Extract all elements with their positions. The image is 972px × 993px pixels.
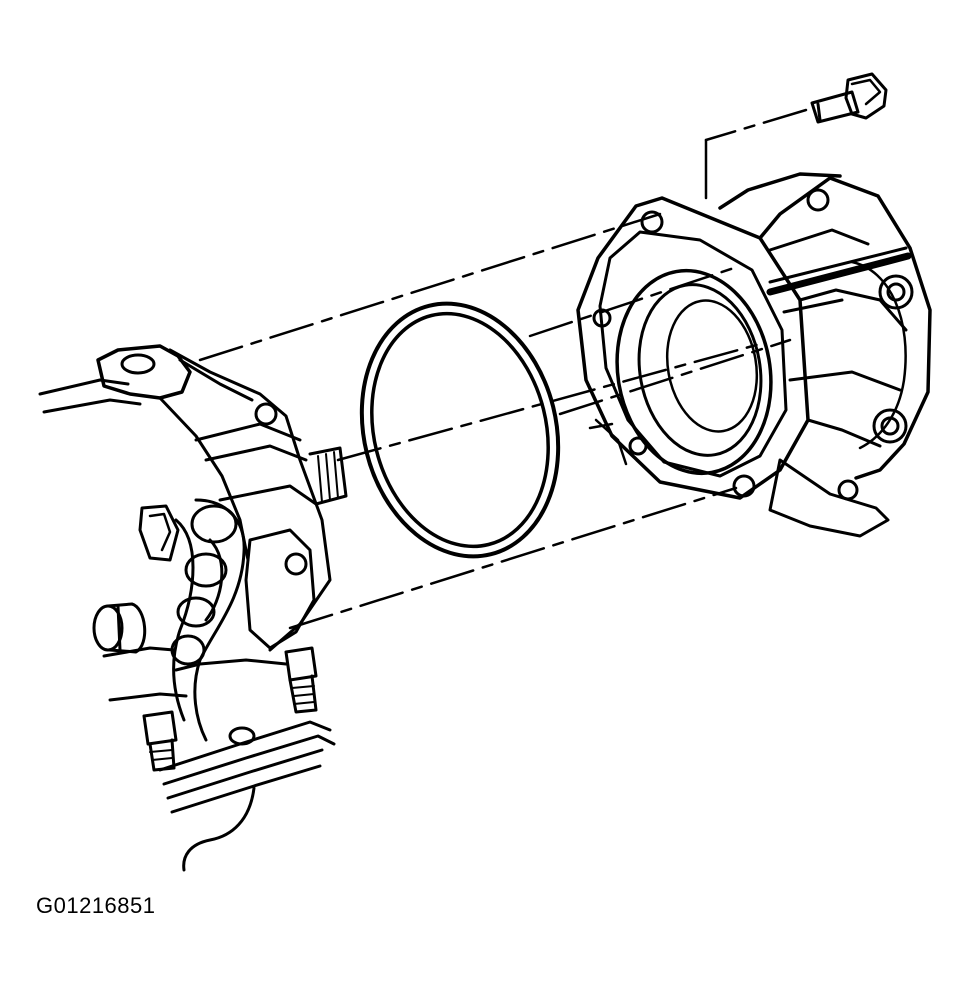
figure-id-label: G01216851 bbox=[36, 893, 156, 918]
extension-housing bbox=[576, 172, 932, 538]
seal-ring bbox=[359, 301, 561, 559]
flange-bolt bbox=[810, 72, 888, 124]
transmission-case-rear bbox=[38, 344, 348, 872]
